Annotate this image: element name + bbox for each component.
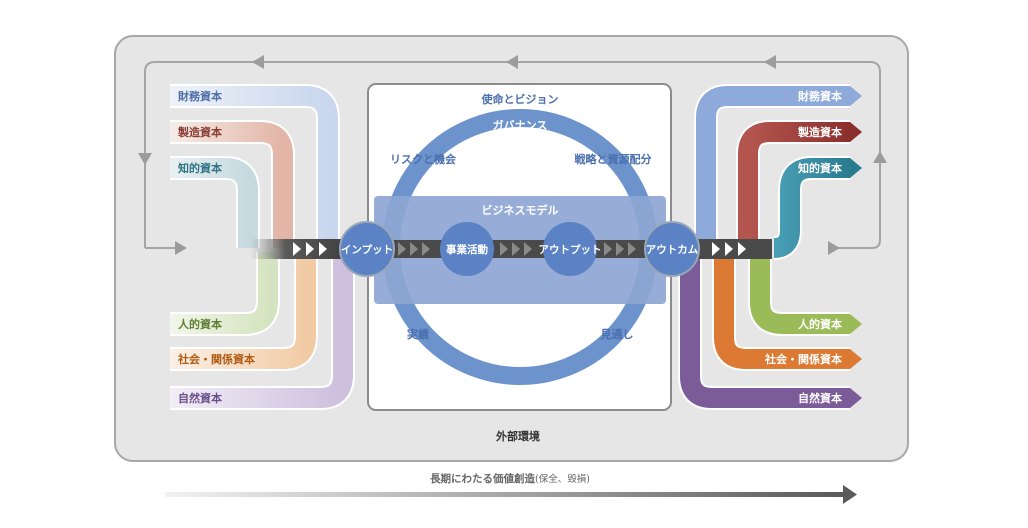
arrow-right-icon <box>850 349 862 369</box>
long-term-arrow-shaft <box>165 492 843 497</box>
output-label-financial: 財務資本 <box>797 89 842 103</box>
chevron-right-icon <box>500 242 508 256</box>
arrow-right-icon <box>175 241 187 255</box>
activity-node-label: 事業活動 <box>446 243 488 256</box>
chevron-right-icon <box>512 242 520 256</box>
chevron-right-icon <box>319 242 327 256</box>
chevron-right-icon <box>712 242 720 256</box>
chevron-right-icon <box>398 242 406 256</box>
input-label-intellectual: 知的資本 <box>177 161 222 175</box>
arrow-right-icon <box>850 122 862 142</box>
output-label-social: 社会・関係資本 <box>764 352 842 366</box>
output-node-label: アウトプット <box>539 243 602 256</box>
governance-label: ガバナンス <box>493 118 548 132</box>
arrow-right-icon <box>850 314 862 334</box>
long-term-label: 長期にわたる価値創造(保全、毀損) <box>430 472 590 485</box>
input-label-human: 人的資本 <box>178 317 222 331</box>
arrow-left-icon <box>252 55 264 69</box>
process-chevrons <box>398 242 636 256</box>
chevron-right-icon <box>604 242 612 256</box>
long-term-title: 長期にわたる価値創造 <box>430 472 535 485</box>
arrow-right-icon <box>850 388 862 408</box>
business-model-label: ビジネスモデル <box>482 203 559 217</box>
output-arrowheads <box>850 86 862 408</box>
output-label-intellectual: 知的資本 <box>797 161 842 175</box>
chevron-right-icon <box>725 242 733 256</box>
input-label-manufactured: 製造資本 <box>177 125 222 139</box>
arrow-down-icon <box>138 153 152 165</box>
chevron-right-icon <box>628 242 636 256</box>
input-label-financial: 財務資本 <box>177 89 222 103</box>
chevron-right-icon <box>422 242 430 256</box>
chevron-right-icon <box>306 242 314 256</box>
output-chevrons <box>712 242 746 256</box>
input-chevrons <box>293 242 327 256</box>
arrow-left-icon <box>764 55 776 69</box>
output-capital-labels: 財務資本 製造資本 知的資本 人的資本 社会・関係資本 自然資本 <box>764 89 842 405</box>
output-label-manufactured: 製造資本 <box>797 125 842 139</box>
input-ribbons <box>170 84 355 410</box>
input-capital-labels: 財務資本 製造資本 知的資本 人的資本 社会・関係資本 自然資本 <box>177 89 255 405</box>
arrow-right-icon <box>843 485 857 504</box>
input-node-label: インプット <box>341 243 393 256</box>
risk-label: リスクと機会 <box>390 152 457 166</box>
performance-label: 実績 <box>407 327 429 341</box>
outcome-node-label: アウトカム <box>646 244 699 256</box>
outcome-node <box>644 221 700 277</box>
input-label-natural: 自然資本 <box>178 391 222 405</box>
mission-label: 使命とビジョン <box>481 92 559 106</box>
arrow-right-icon <box>828 241 840 255</box>
activity-node <box>440 222 494 276</box>
long-term-note: (保全、毀損) <box>535 473 590 485</box>
chevron-right-icon <box>293 242 301 256</box>
chevron-right-icon <box>410 242 418 256</box>
feedback-arrows <box>138 55 887 255</box>
process-nodes <box>339 221 700 277</box>
arrow-left-icon <box>506 55 518 69</box>
input-node <box>339 221 395 277</box>
output-ribbons <box>678 84 850 410</box>
output-label-human: 人的資本 <box>798 317 842 331</box>
strategy-label: 戦略と資源配分 <box>575 152 652 166</box>
outlook-label: 見通し <box>600 328 634 341</box>
external-environment-label: 外部環境 <box>495 429 540 443</box>
input-label-social: 社会・関係資本 <box>177 352 255 366</box>
arrow-up-icon <box>873 151 887 163</box>
arrow-right-icon <box>850 158 862 178</box>
chevron-right-icon <box>616 242 624 256</box>
arrow-right-icon <box>850 86 862 106</box>
chevron-right-icon <box>524 242 532 256</box>
output-label-natural: 自然資本 <box>798 391 842 405</box>
output-node <box>543 222 597 276</box>
chevron-right-icon <box>738 242 746 256</box>
